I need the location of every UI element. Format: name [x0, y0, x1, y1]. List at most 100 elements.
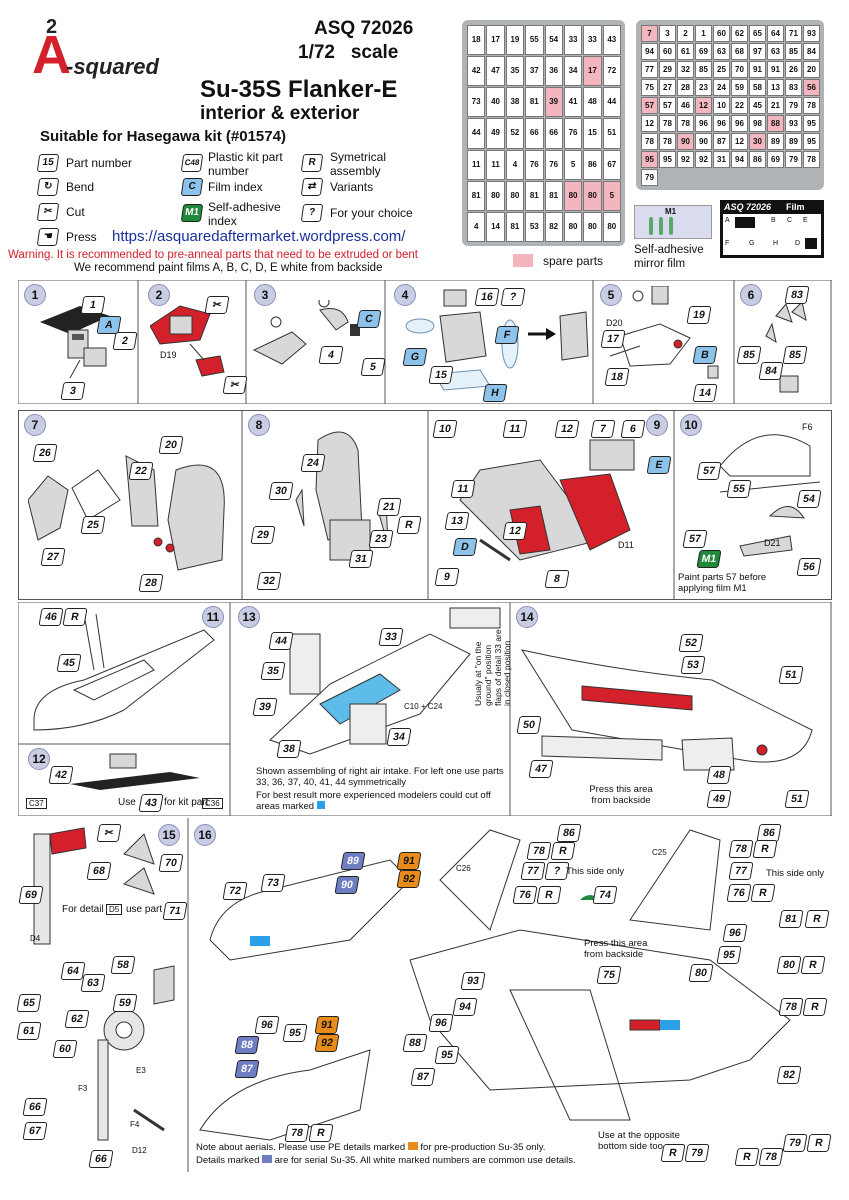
pe-part: 32 — [677, 61, 694, 78]
plastic-part-label: D21 — [764, 538, 781, 548]
cut-icon: ✂ — [222, 376, 248, 394]
film-letter: B — [771, 217, 776, 224]
pe-part: 49 — [486, 118, 505, 149]
step-number: 11 — [202, 606, 224, 628]
pe-part: 89 — [785, 133, 802, 150]
pe-part: 18 — [467, 25, 486, 56]
legend-label: Film index — [208, 180, 263, 194]
film-label: F — [494, 326, 520, 344]
part-label: 45 — [56, 654, 82, 672]
cut-icon: ✂ — [96, 824, 122, 842]
step13-side-note: Usualy at "on the ground" position flaps… — [473, 629, 513, 706]
pe-part: 80 — [505, 180, 525, 211]
pe-part: 62 — [731, 25, 748, 42]
mirror-strip — [649, 217, 653, 235]
variants-icon: ⇄ — [300, 178, 324, 196]
film-code: ASQ 72026 — [724, 202, 772, 212]
row2-frame — [18, 410, 832, 600]
pe-part: 34 — [563, 56, 583, 87]
part-label: 23 — [368, 530, 394, 548]
self-adhesive-symbol: M1 — [180, 204, 204, 222]
part-label: 58 — [110, 956, 136, 974]
plastic-part-label: D20 — [606, 318, 623, 328]
part-label: 24 — [300, 454, 326, 472]
film-label: M1 — [696, 550, 722, 568]
step3-drawing — [252, 300, 360, 365]
part-label: 88 — [402, 1034, 428, 1052]
part-label: 26 — [32, 444, 58, 462]
pe-part: 48 — [583, 87, 602, 118]
film-panel — [735, 217, 755, 228]
pe-part: 63 — [767, 43, 784, 60]
part-label: 85 — [736, 346, 762, 364]
pe-part: 96 — [695, 115, 712, 132]
step12-drawing — [70, 753, 200, 790]
pe-part: 65 — [749, 25, 766, 42]
part-label: 5 — [360, 358, 386, 376]
step13-note-2-text: For best result more experienced modeler… — [256, 790, 491, 813]
pe-part: 10 — [713, 97, 730, 114]
part-label: 30 — [268, 482, 294, 500]
pe-part: 81 — [525, 87, 544, 118]
step15-note-pre: For detail — [62, 904, 104, 915]
symmetrical-symbol: R — [802, 998, 828, 1016]
pe-part: 15 — [583, 118, 602, 149]
part-label: 55 — [726, 480, 752, 498]
symmetrical-symbol: R — [300, 154, 324, 172]
pe-part: 95 — [803, 133, 820, 150]
pe-part: 36 — [544, 56, 563, 87]
legend-label: Symetrical assembly — [330, 150, 387, 178]
logo-superscript: 2 — [46, 16, 58, 38]
pe-part: 81 — [544, 180, 563, 211]
step-number: 2 — [148, 284, 170, 306]
pe-part: 12 — [641, 115, 658, 132]
part-label: 94 — [452, 998, 478, 1016]
pe-part: 30 — [749, 133, 766, 150]
symmetrical-symbol: R — [800, 956, 826, 974]
part-label: 47 — [528, 760, 554, 778]
pe-part: 95 — [803, 115, 820, 132]
plastic-part-label: C37 — [26, 798, 47, 809]
film-letter: E — [803, 217, 808, 224]
part-label: 76 — [512, 886, 538, 904]
part-label: 25 — [80, 516, 106, 534]
part-label: 11 — [502, 420, 528, 438]
pe-part: 3 — [659, 25, 676, 42]
pe-part: 47 — [486, 56, 505, 87]
pe-part: 75 — [641, 79, 658, 96]
part-label: 2 — [112, 332, 138, 350]
pe-part: 53 — [525, 211, 544, 242]
part-label: 51 — [784, 790, 810, 808]
part-label: 74 — [592, 886, 618, 904]
aerials-note-2: Details marked are for serial Su-35. All… — [196, 1155, 576, 1166]
step-number: 6 — [740, 284, 762, 306]
logo-wordmark: -squared — [66, 54, 159, 79]
part-label: 42 — [48, 766, 74, 784]
step-number: 5 — [600, 284, 622, 306]
website-link[interactable]: https://asquaredaftermarket.wordpress.co… — [112, 228, 406, 245]
part-label: 81 — [778, 910, 804, 928]
pe-part: 66 — [544, 118, 563, 149]
press-area-note: Press this area from backside — [584, 938, 648, 961]
pe-part: 58 — [749, 79, 766, 96]
pe-part: 80 — [583, 211, 602, 242]
part-label: 96 — [428, 1014, 454, 1032]
pe-part: 44 — [467, 118, 486, 149]
pe-part: 57 — [659, 97, 676, 114]
film-title: Film — [786, 202, 805, 212]
part-label: 7 — [590, 420, 616, 438]
pe-part: 24 — [713, 79, 730, 96]
film-index-symbol: C — [180, 178, 204, 196]
part-label: 95 — [434, 1046, 460, 1064]
part-label: 78 — [526, 842, 552, 860]
part-label: 76 — [726, 884, 752, 902]
step12-note-pre: Use — [118, 797, 136, 808]
part-label: 52 — [678, 634, 704, 652]
part-label: 35 — [260, 662, 286, 680]
part-label: 54 — [796, 490, 822, 508]
pe-part: 4 — [505, 149, 525, 180]
pe-part: 92 — [695, 151, 712, 168]
pe-part: 26 — [785, 61, 802, 78]
film-letter: H — [773, 240, 779, 247]
pe-part: 90 — [677, 133, 694, 150]
